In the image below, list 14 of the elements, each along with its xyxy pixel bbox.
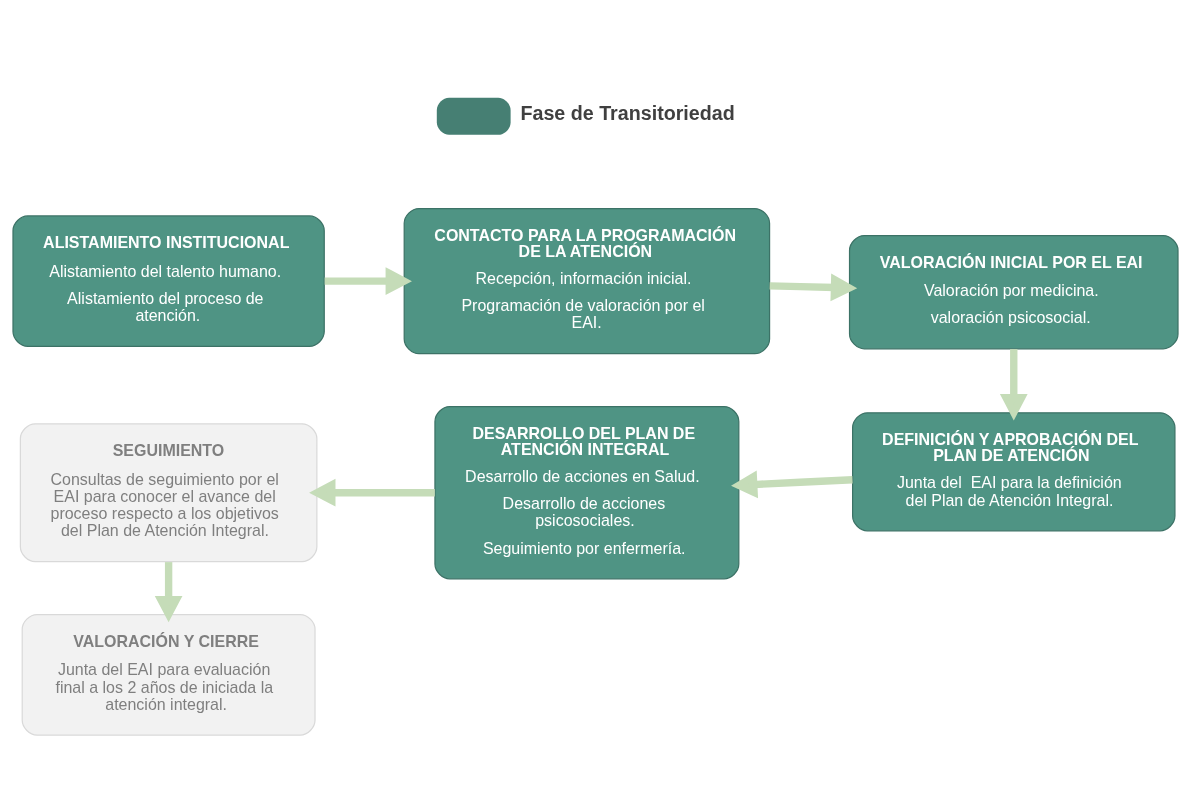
arrow: [309, 478, 435, 507]
node-box: VALORACIÓN Y CIERRE Junta del EAI para evaluación final a los 2 años de iniciada la atención integral.: [21, 613, 316, 736]
node-box: CONTACTO PARA LA PROGRAMACIÓN DE LA ATENCIÓN Recepción, información inicial. Programación de valoración por el EAI.: [403, 207, 771, 355]
arrow: [731, 470, 853, 499]
node-box: ALISTAMIENTO INSTITUCIONAL Alistamiento del talento humano. Alistamiento del proceso de atención.: [12, 215, 325, 347]
arrow: [999, 349, 1028, 421]
node-box: SEGUIMIENTO Consultas de seguimiento por el EAI para conocer el avance del proceso respecto a los objetivos del Plan de Atención Integral.: [19, 423, 318, 563]
arrow: [324, 267, 412, 295]
arrow: [769, 273, 858, 302]
node-box: DESARROLLO DEL PLAN DE ATENCIÓN INTEGRAL Desarrollo de acciones en Salud. Desarrollo de acciones psicosociales. Seguimiento por enfermería.: [434, 406, 740, 580]
node-box: VALORACIÓN INICIAL POR EL EAI Valoración por medicina. valoración psicosocial.: [848, 235, 1179, 350]
arrow: [154, 562, 183, 623]
node-box: DEFINICIÓN Y APROBACIÓN DEL PLAN DE ATENCIÓN Junta del EAI para la definición del Plan de Atención Integral.: [852, 412, 1176, 532]
legend-label: Fase de Transitoriedad: [520, 101, 735, 124]
